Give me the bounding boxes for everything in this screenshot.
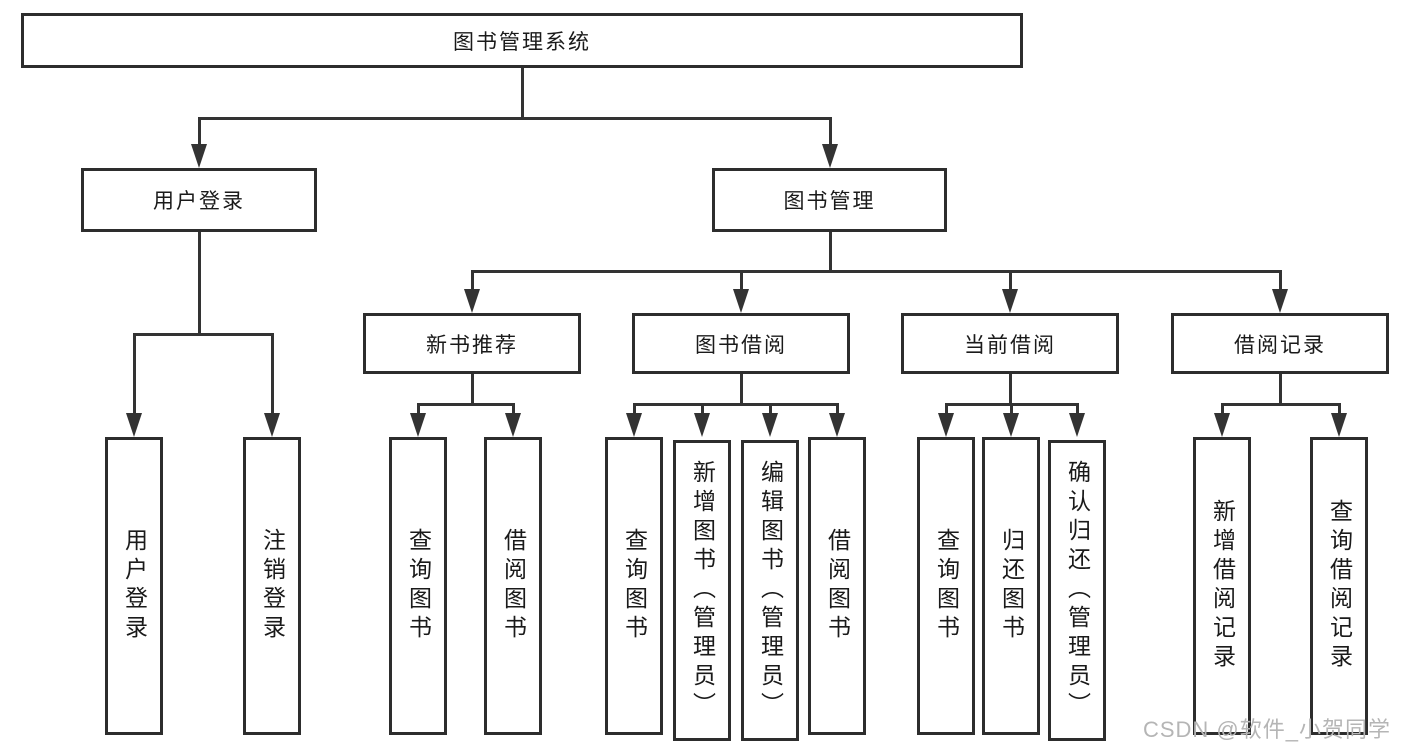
arrow-down-icon: [694, 413, 710, 437]
node-new-book-recommend: 新书推荐: [363, 313, 581, 374]
connector-line: [632, 406, 636, 414]
arrow-down-icon: [1002, 289, 1018, 313]
leaf-add-book-admin: 新增图书（管理员）: [673, 440, 731, 741]
connector-line: [197, 120, 201, 145]
leaf-borrow-borrow-book-label: 借阅图书: [824, 528, 851, 644]
leaf-edit-book-admin: 编辑图书（管理员）: [741, 440, 799, 741]
arrow-down-icon: [626, 413, 642, 437]
connector-line: [739, 374, 743, 405]
leaf-recommend-borrow-book-label: 借阅图书: [500, 528, 527, 644]
arrow-down-icon: [126, 413, 142, 437]
leaf-user-login: 用户登录: [105, 437, 163, 735]
arrow-down-icon: [822, 144, 838, 168]
arrow-down-icon: [1003, 413, 1019, 437]
leaf-query-borrow-record-label: 查询借阅记录: [1326, 499, 1353, 673]
connector-line: [1337, 406, 1341, 414]
connector-line: [828, 120, 832, 145]
node-book-borrow-label: 图书借阅: [695, 333, 787, 357]
arrow-down-icon: [464, 289, 480, 313]
connector-line: [470, 374, 474, 405]
node-root: 图书管理系统: [21, 13, 1023, 68]
connector-line: [944, 403, 1079, 406]
arrow-down-icon: [1331, 413, 1347, 437]
connector-line: [416, 406, 420, 414]
leaf-recommend-query-book-label: 查询图书: [405, 528, 432, 644]
connector-line: [1278, 273, 1282, 289]
connector-line: [1075, 406, 1079, 414]
node-current-borrow: 当前借阅: [901, 313, 1119, 374]
node-borrow-record: 借阅记录: [1171, 313, 1389, 374]
connector-line: [632, 403, 839, 406]
connector-line: [511, 406, 515, 414]
arrow-down-icon: [762, 413, 778, 437]
leaf-return-book: 归还图书: [982, 437, 1040, 735]
arrow-down-icon: [191, 144, 207, 168]
leaf-confirm-return-admin: 确认归还（管理员）: [1048, 440, 1106, 741]
node-book-management: 图书管理: [712, 168, 947, 232]
connector-line: [270, 336, 274, 413]
arrow-down-icon: [410, 413, 426, 437]
connector-line: [197, 117, 832, 120]
leaf-current-query-book: 查询图书: [917, 437, 975, 735]
node-current-borrow-label: 当前借阅: [964, 333, 1056, 357]
node-book-borrow: 图书借阅: [632, 313, 850, 374]
arrow-down-icon: [1069, 413, 1085, 437]
leaf-add-book-admin-label: 新增图书（管理员）: [689, 460, 716, 721]
connector-line: [1220, 403, 1341, 406]
leaf-confirm-return-admin-label: 确认归还（管理员）: [1064, 460, 1091, 721]
node-user-login: 用户登录: [81, 168, 317, 232]
leaf-current-query-book-label: 查询图书: [933, 528, 960, 644]
connector-line: [1220, 406, 1224, 414]
connector-line: [739, 273, 743, 289]
leaf-borrow-query-book-label: 查询图书: [621, 528, 648, 644]
node-book-management-label: 图书管理: [783, 190, 876, 213]
connector-line: [1008, 273, 1012, 289]
leaf-borrow-query-book: 查询图书: [605, 437, 663, 735]
connector-line: [520, 68, 524, 118]
leaf-add-borrow-record-label: 新增借阅记录: [1209, 499, 1236, 673]
node-new-book-recommend-label: 新书推荐: [426, 333, 518, 357]
connector-line: [768, 406, 772, 414]
connector-line: [132, 333, 274, 336]
arrow-down-icon: [264, 413, 280, 437]
connector-line: [1008, 374, 1012, 405]
node-root-label: 图书管理系统: [453, 30, 591, 54]
connector-line: [470, 270, 1282, 273]
connector-line: [132, 336, 136, 413]
connector-line: [835, 406, 839, 414]
leaf-user-login-label: 用户登录: [121, 528, 148, 644]
connector-line: [416, 403, 515, 406]
connector-line: [1009, 406, 1013, 414]
leaf-add-borrow-record: 新增借阅记录: [1193, 437, 1251, 735]
connector-line: [700, 406, 704, 414]
leaf-logout: 注销登录: [243, 437, 301, 735]
leaf-edit-book-admin-label: 编辑图书（管理员）: [757, 460, 784, 721]
leaf-borrow-borrow-book: 借阅图书: [808, 437, 866, 735]
leaf-recommend-query-book: 查询图书: [389, 437, 447, 735]
connector-line: [470, 273, 474, 289]
arrow-down-icon: [733, 289, 749, 313]
leaf-recommend-borrow-book: 借阅图书: [484, 437, 542, 735]
leaf-query-borrow-record: 查询借阅记录: [1310, 437, 1368, 735]
leaf-return-book-label: 归还图书: [998, 528, 1025, 644]
node-user-login-label: 用户登录: [153, 190, 245, 213]
connector-line: [1278, 374, 1282, 405]
arrow-down-icon: [1272, 289, 1288, 313]
arrow-down-icon: [1214, 413, 1230, 437]
connector-line: [197, 232, 201, 335]
connector-line: [944, 406, 948, 414]
arrow-down-icon: [505, 413, 521, 437]
node-borrow-record-label: 借阅记录: [1234, 333, 1326, 357]
arrow-down-icon: [938, 413, 954, 437]
connector-line: [828, 232, 832, 272]
leaf-logout-label: 注销登录: [259, 528, 286, 644]
arrow-down-icon: [829, 413, 845, 437]
watermark: CSDN @软件_小贺同学: [1142, 717, 1391, 742]
